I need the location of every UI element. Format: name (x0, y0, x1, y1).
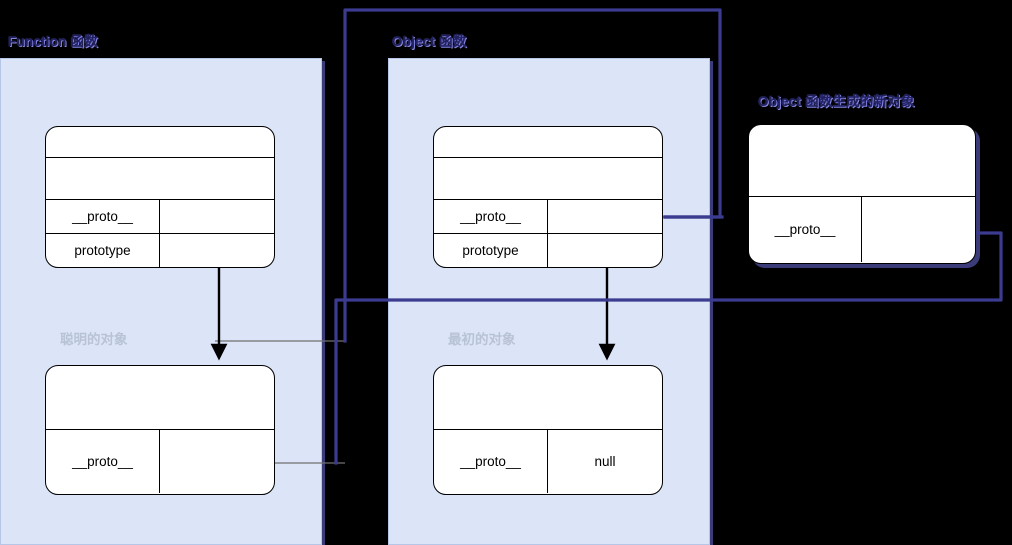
table-row (46, 127, 274, 158)
table-row (434, 366, 662, 430)
object-group-title: Object 函数 (392, 34, 467, 49)
cell-value (548, 200, 662, 233)
caption-smart-object: 聪明的对象 (60, 332, 128, 347)
cell-value: null (594, 454, 616, 469)
table-row (46, 366, 274, 430)
cell-key: __proto__ (434, 200, 548, 233)
table-row (749, 125, 975, 197)
table-row: prototype (46, 234, 274, 267)
cell-value (46, 127, 274, 157)
cell-value (548, 234, 662, 267)
cell-value (749, 125, 975, 196)
cell-value (160, 430, 274, 493)
table-row: prototype (434, 234, 662, 267)
caption-initial-object: 最初的对象 (448, 332, 516, 347)
object-constructor-box[interactable]: __proto__ prototype (433, 126, 663, 268)
cell-value (160, 234, 274, 267)
table-row: __proto__ (434, 200, 662, 234)
table-row (434, 158, 662, 200)
cell-value (434, 366, 662, 429)
cell-key: __proto__ (749, 197, 862, 262)
cell-key: prototype (46, 234, 160, 267)
cell-value (160, 200, 274, 233)
table-row (434, 127, 662, 158)
table-row (46, 158, 274, 200)
cell-key: __proto__ (46, 430, 160, 493)
new-object-instance-box[interactable]: __proto__ (748, 124, 976, 264)
function-prototype-box[interactable]: __proto__ (45, 365, 275, 495)
new-object-group-title: Object 函数生成的新对象 (758, 94, 915, 109)
table-row: __proto__ null (434, 430, 662, 493)
cell-value (434, 127, 662, 157)
cell-value (434, 158, 662, 199)
cell-key: __proto__ (434, 430, 548, 493)
object-prototype-box[interactable]: __proto__ null (433, 365, 663, 495)
table-row: __proto__ (749, 197, 975, 262)
cell-value (46, 158, 274, 199)
cell-value (46, 366, 274, 429)
cell-key: __proto__ (46, 200, 160, 233)
cell-value (862, 197, 975, 262)
table-row: __proto__ (46, 430, 274, 493)
table-row: __proto__ (46, 200, 274, 234)
function-constructor-box[interactable]: __proto__ prototype (45, 126, 275, 268)
function-group-title: Function 函数 (8, 34, 98, 49)
cell-key: prototype (434, 234, 548, 267)
